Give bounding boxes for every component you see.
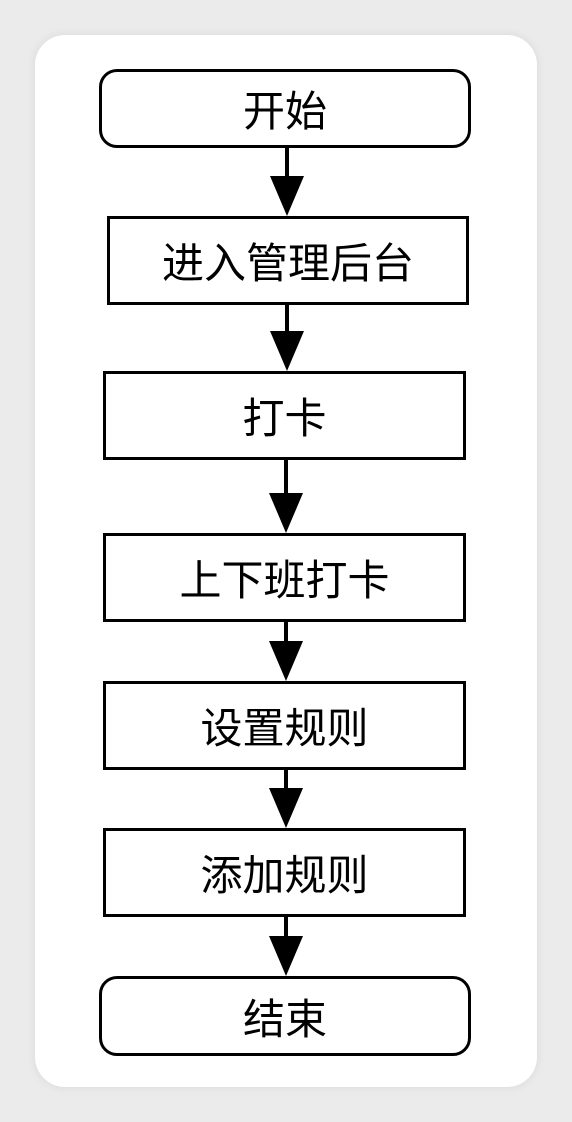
clock-in-node: 打卡: [103, 371, 466, 460]
set-rules-node: 设置规则: [103, 681, 466, 770]
add-rules-node-label: 添加规则: [200, 851, 369, 900]
commute-clock-in-node-label: 上下班打卡: [179, 556, 390, 605]
commute-clock-in-node: 上下班打卡: [103, 533, 466, 622]
end-node-label: 结束: [242, 994, 327, 1044]
enter-admin-node-label: 进入管理后台: [161, 239, 414, 288]
start-node-label: 开始: [242, 87, 327, 136]
enter-admin-node: 进入管理后台: [107, 216, 469, 305]
clock-in-node-label: 打卡: [242, 394, 327, 443]
end-node: 结束: [99, 976, 471, 1056]
start-node: 开始: [99, 69, 471, 148]
set-rules-node-label: 设置规则: [200, 704, 369, 753]
add-rules-node: 添加规则: [103, 828, 466, 917]
